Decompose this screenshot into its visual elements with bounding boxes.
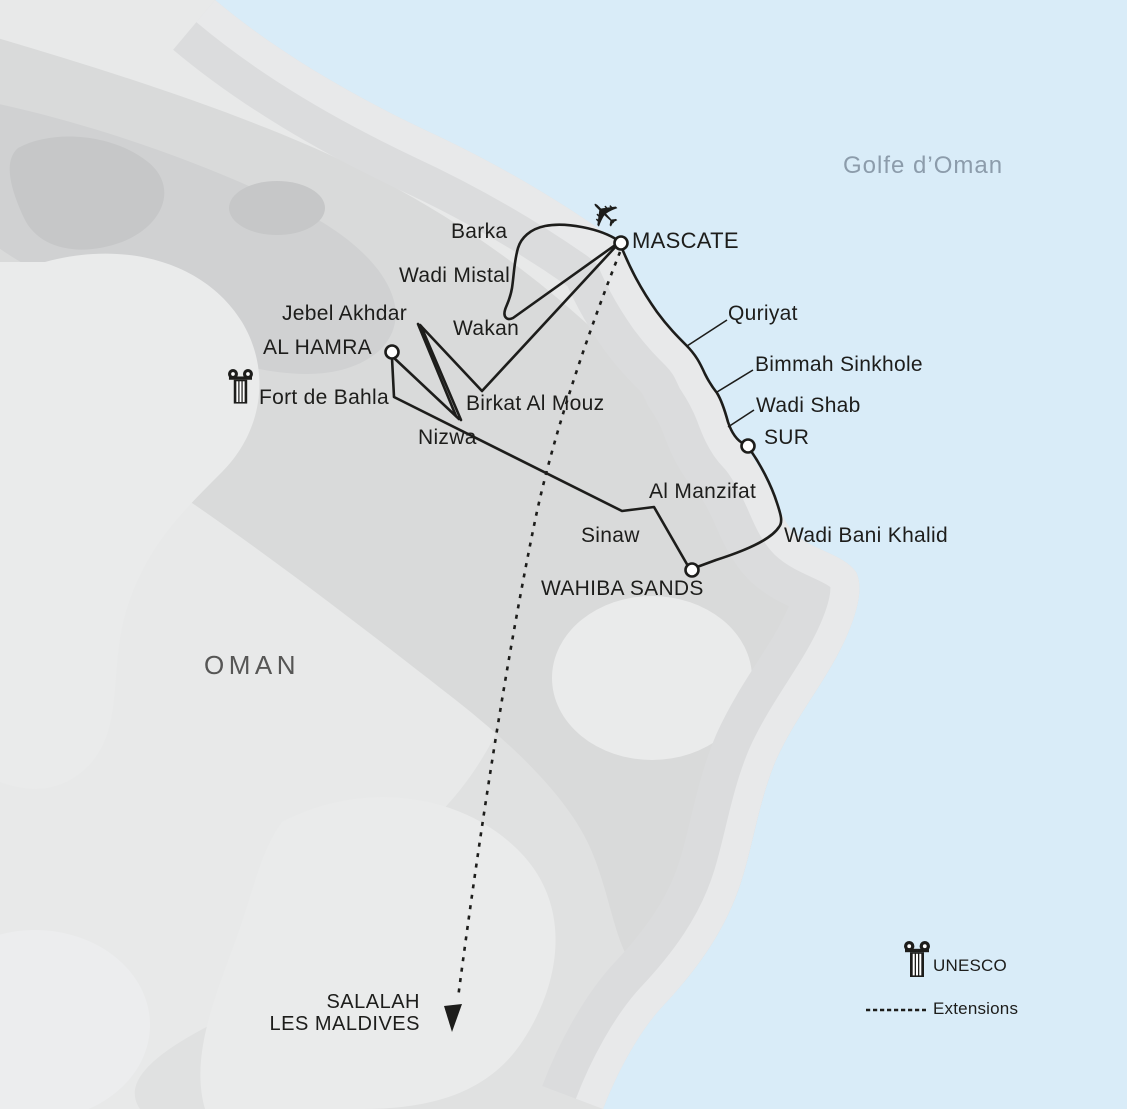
label-al-manzifat: Al Manzifat: [649, 480, 757, 503]
label-bimmah-sinkhole: Bimmah Sinkhole: [755, 353, 923, 376]
label-wahiba-sands: WAHIBA SANDS: [541, 577, 704, 600]
wahiba-sands-marker: [684, 562, 700, 578]
label-leader-lines: [686, 319, 755, 428]
label-wadi-mistal: Wadi Mistal: [399, 264, 511, 287]
label-les-maldives: LES MALDIVES: [269, 1013, 420, 1035]
label-sinaw: Sinaw: [581, 524, 640, 547]
wadi-shab-leader: [727, 409, 755, 428]
label-barka: Barka: [451, 220, 508, 243]
extension-route: [444, 251, 622, 1032]
salalah-maldives-label: SALALAH LES MALDIVES: [200, 991, 420, 1035]
label-jebel-akhdar: Jebel Akhdar: [282, 302, 408, 325]
extension-arrowhead: [444, 1004, 462, 1032]
stop-markers: [384, 235, 756, 578]
label-birkat-al-mouz: Birkat Al Mouz: [466, 392, 605, 415]
label-sur: SUR: [764, 426, 810, 449]
country-label-oman: OMAN: [204, 650, 300, 680]
legend-extensions-label: Extensions: [933, 999, 1019, 1018]
label-quriyat: Quriyat: [728, 302, 798, 325]
label-nizwa: Nizwa: [418, 426, 477, 449]
al-hamra-marker: [384, 344, 400, 360]
label-wadi-shab: Wadi Shab: [756, 394, 861, 417]
label-wadi-bani-khalid: Wadi Bani Khalid: [784, 524, 948, 547]
label-fort-de-bahla: Fort de Bahla: [259, 386, 389, 409]
sur-marker: [740, 438, 756, 454]
label-salalah: SALALAH: [326, 991, 420, 1013]
label-al-hamra: AL HAMRA: [263, 336, 372, 359]
label-wakan: Wakan: [453, 317, 520, 340]
mascate-marker: [613, 235, 629, 251]
bimmah-leader: [716, 369, 754, 393]
legend-unesco-label: UNESCO: [933, 956, 1007, 975]
quriyat-leader: [686, 319, 728, 347]
label-mascate: MASCATE: [632, 228, 739, 253]
tour-route: [390, 223, 783, 569]
sea-label-golfe-d-oman: Golfe d’Oman: [843, 152, 1004, 179]
